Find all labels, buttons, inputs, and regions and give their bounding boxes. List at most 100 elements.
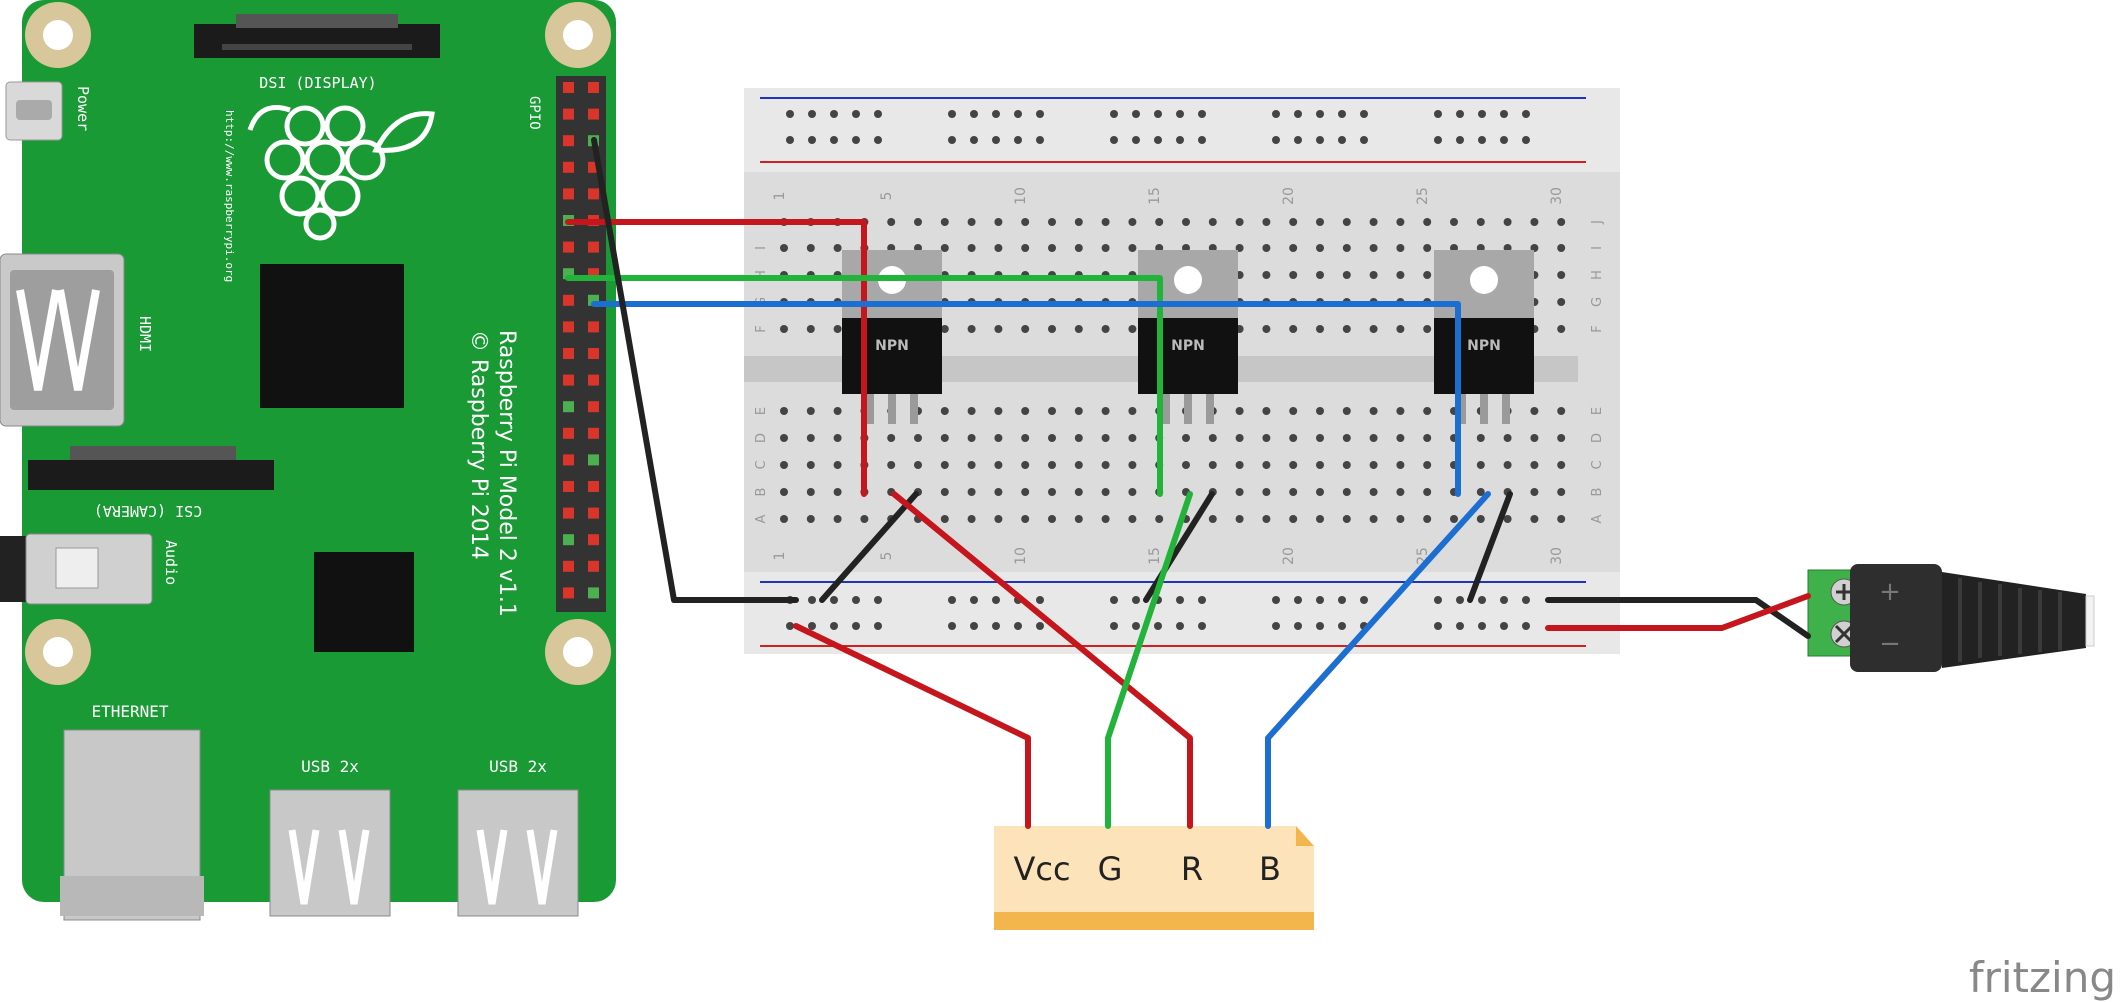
bb-hole <box>806 515 815 523</box>
bb-hole <box>806 488 815 496</box>
rail-hole <box>1456 622 1464 630</box>
pi-pcb <box>22 0 616 902</box>
bb-hole <box>1128 434 1137 442</box>
bb-hole <box>780 244 788 252</box>
copyright-label: © Raspberry Pi 2014 <box>466 330 491 560</box>
bb-hole <box>1074 515 1083 523</box>
bb-hole <box>1423 325 1432 333</box>
bb-hole <box>1423 434 1432 442</box>
gpio-pin <box>563 481 574 492</box>
wire-blue-gpio <box>591 301 1461 497</box>
bb-row-label: D <box>754 433 769 443</box>
bb-hole <box>780 407 788 415</box>
bb-hole <box>1530 407 1539 415</box>
bb-hole <box>1369 407 1378 415</box>
bb-hole <box>940 488 949 496</box>
rail-hole <box>1294 136 1302 144</box>
rail-hole <box>1294 622 1302 630</box>
rail-hole <box>1500 136 1508 144</box>
wire-black-jack <box>1545 597 1811 639</box>
rail-hole <box>1110 110 1118 118</box>
bb-row-label: J <box>1590 220 1605 225</box>
rail-hole <box>970 110 978 118</box>
gpio-pin <box>563 374 574 386</box>
bb-hole <box>1423 271 1432 279</box>
raspberry-logo-icon <box>247 105 435 241</box>
rail-hole <box>1272 110 1280 118</box>
bb-hole <box>1101 244 1110 252</box>
bb-hole <box>1342 488 1351 496</box>
rail-hole <box>1198 596 1206 604</box>
bb-hole <box>1235 218 1244 226</box>
gpio-pin <box>588 374 599 386</box>
rail-hole <box>1176 136 1184 144</box>
gpio-pin <box>588 268 599 280</box>
bb-hole <box>1021 244 1030 252</box>
bb-hole <box>967 488 976 496</box>
rail-hole <box>1522 596 1530 604</box>
audio-label: Audio <box>162 540 180 585</box>
bb-col-number: 1 <box>772 552 788 561</box>
bb-hole <box>887 434 896 442</box>
bb-hole <box>806 461 815 469</box>
bb-hole <box>1423 461 1432 469</box>
usb-port-1 <box>269 789 391 917</box>
wire-green-g <box>1105 491 1193 829</box>
bb-hole <box>1557 488 1566 496</box>
bb-hole <box>1423 488 1432 496</box>
bb-hole <box>1101 434 1110 442</box>
gpio-pin <box>563 241 574 253</box>
rail-hole <box>808 110 816 118</box>
bb-row-label: B <box>754 488 769 497</box>
gpio-pins <box>563 82 599 599</box>
bb-hole <box>1369 515 1378 523</box>
bb-hole <box>1289 461 1298 469</box>
transistor-3-label: NPN <box>1467 338 1501 354</box>
bb-hole <box>1476 515 1485 523</box>
wire-green-gpio <box>565 275 1163 497</box>
bb-hole <box>994 244 1003 252</box>
wire-red-vcc <box>793 623 1031 829</box>
bb-hole <box>1289 325 1298 333</box>
wire-black-gnd <box>591 137 799 603</box>
rail-hole <box>948 596 956 604</box>
bb-hole <box>940 515 949 523</box>
bb-hole <box>1476 218 1485 226</box>
bb-hole <box>1369 271 1378 279</box>
rail-hole <box>1036 596 1044 604</box>
bb-row-label: I <box>754 246 769 250</box>
bb-row-label: D <box>1590 433 1605 443</box>
bb-hole <box>1235 488 1244 496</box>
bb-hole <box>780 461 788 469</box>
rail-hole <box>1014 136 1022 144</box>
transistor-3: NPN <box>1434 250 1534 424</box>
bb-hole <box>1503 515 1512 523</box>
bb-col-number: 30 <box>1549 187 1565 205</box>
bb-hole <box>994 488 1003 496</box>
bb-hole <box>1557 325 1566 333</box>
bb-hole <box>1074 218 1083 226</box>
bb-hole <box>1074 434 1083 442</box>
rail-hole <box>1338 596 1346 604</box>
rail-hole <box>1036 622 1044 630</box>
bb-hole <box>1369 461 1378 469</box>
rail-hole <box>1338 622 1346 630</box>
gpio-pin <box>588 401 599 413</box>
gpio-pin <box>588 427 599 439</box>
rail-hole <box>1154 110 1162 118</box>
gpio-pin <box>588 534 599 546</box>
rail-hole <box>1036 110 1044 118</box>
bb-hole <box>1101 218 1110 226</box>
gpio-pin <box>563 294 574 306</box>
rail-hole <box>992 110 1000 118</box>
bb-hole <box>1396 271 1405 279</box>
bb-col-number: 15 <box>1147 547 1163 565</box>
wire-blue-b <box>1265 491 1491 829</box>
gpio-pin <box>588 481 599 492</box>
rail-hole <box>992 596 1000 604</box>
bb-hole <box>1048 218 1056 226</box>
bb-hole <box>1557 461 1566 469</box>
raspberry-pi-board: DSI (DISPLAY) Power http://www.raspberry… <box>0 0 616 921</box>
bb-hole <box>1128 407 1137 415</box>
bb-hole <box>967 434 976 442</box>
